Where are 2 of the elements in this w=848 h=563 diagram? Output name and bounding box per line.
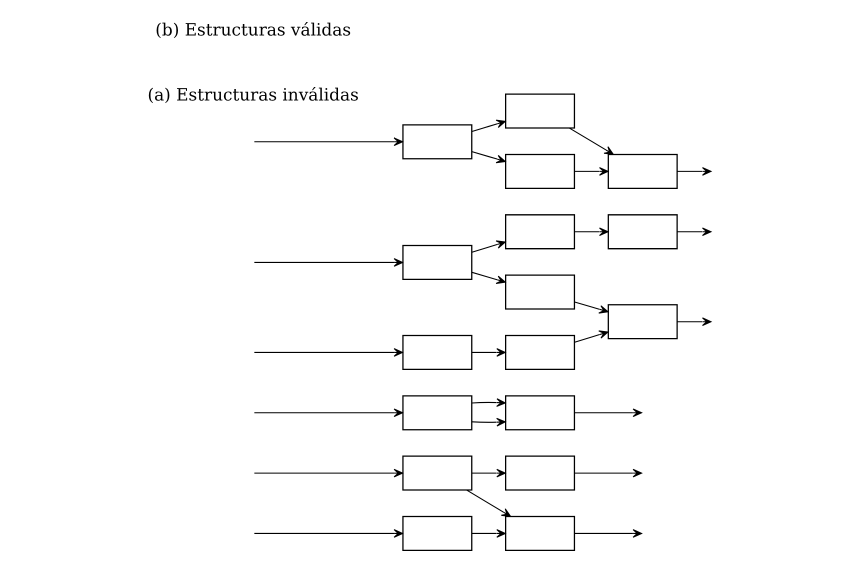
label: (b) Estructuras válidas xyxy=(154,20,351,40)
label: (a) Estructuras inválidas xyxy=(146,84,358,104)
